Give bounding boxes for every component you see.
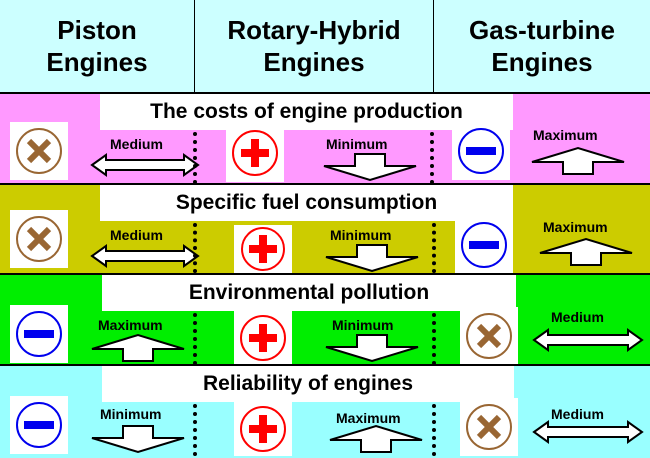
row-fuel: Specific fuel consumption Medium Minimum… bbox=[0, 183, 650, 274]
header-piston-line2: Engines bbox=[46, 47, 148, 77]
cross-icon bbox=[460, 307, 518, 365]
row-title: Reliability of engines bbox=[102, 366, 514, 402]
header-turbine-line2: Engines bbox=[491, 47, 593, 77]
down-arrow bbox=[320, 152, 420, 182]
row-pollution: Environmental pollution Maximum Minimum … bbox=[0, 273, 650, 366]
row-costs: The costs of engine production Medium Mi… bbox=[0, 92, 650, 184]
cross-icon bbox=[460, 398, 518, 456]
divider-dots bbox=[193, 313, 197, 365]
up-arrow bbox=[528, 146, 628, 176]
up-arrow bbox=[536, 237, 636, 267]
level-label: Medium bbox=[551, 309, 604, 325]
divider-dots bbox=[193, 404, 197, 456]
plus-icon bbox=[234, 311, 292, 365]
row-title: Specific fuel consumption bbox=[100, 185, 513, 221]
row-title: The costs of engine production bbox=[100, 94, 513, 130]
divider-dots bbox=[432, 404, 436, 456]
minus-icon bbox=[452, 122, 510, 180]
up-arrow bbox=[88, 333, 188, 363]
level-label: Minimum bbox=[326, 136, 388, 152]
minus-icon bbox=[10, 396, 68, 454]
double-arrow bbox=[532, 328, 644, 352]
header-rotary-line1: Rotary-Hybrid bbox=[227, 15, 401, 45]
cross-icon bbox=[10, 210, 68, 268]
level-label: Medium bbox=[110, 227, 163, 243]
header-piston-line1: Piston bbox=[57, 15, 137, 45]
level-label: Maximum bbox=[336, 410, 401, 426]
level-label: Medium bbox=[110, 136, 163, 152]
down-arrow bbox=[322, 243, 422, 273]
level-label: Maximum bbox=[543, 219, 608, 235]
level-label: Minimum bbox=[100, 406, 162, 422]
level-label: Maximum bbox=[98, 317, 163, 333]
plus-icon bbox=[226, 124, 284, 182]
double-arrow bbox=[90, 153, 200, 177]
row-title: Environmental pollution bbox=[102, 275, 516, 311]
level-label: Medium bbox=[551, 406, 604, 422]
header-rotary-line2: Engines bbox=[263, 47, 365, 77]
row-reliability: Reliability of engines Minimum Maximum M… bbox=[0, 364, 650, 458]
divider-dots bbox=[432, 313, 436, 365]
down-arrow bbox=[322, 333, 422, 363]
level-label: Minimum bbox=[332, 317, 394, 333]
header-turbine-line1: Gas-turbine bbox=[469, 15, 615, 45]
minus-icon bbox=[455, 217, 513, 273]
up-arrow bbox=[326, 424, 426, 454]
double-arrow bbox=[90, 244, 200, 268]
level-label: Minimum bbox=[330, 227, 392, 243]
divider-dots bbox=[193, 132, 197, 184]
minus-icon bbox=[10, 305, 68, 363]
divider-dots bbox=[193, 223, 197, 273]
down-arrow bbox=[88, 424, 188, 454]
divider-dots bbox=[432, 223, 436, 273]
plus-icon bbox=[234, 402, 292, 456]
cross-icon bbox=[10, 122, 68, 180]
divider-dots bbox=[430, 132, 434, 184]
level-label: Maximum bbox=[533, 127, 598, 143]
plus-icon bbox=[234, 225, 292, 273]
double-arrow bbox=[532, 420, 644, 444]
